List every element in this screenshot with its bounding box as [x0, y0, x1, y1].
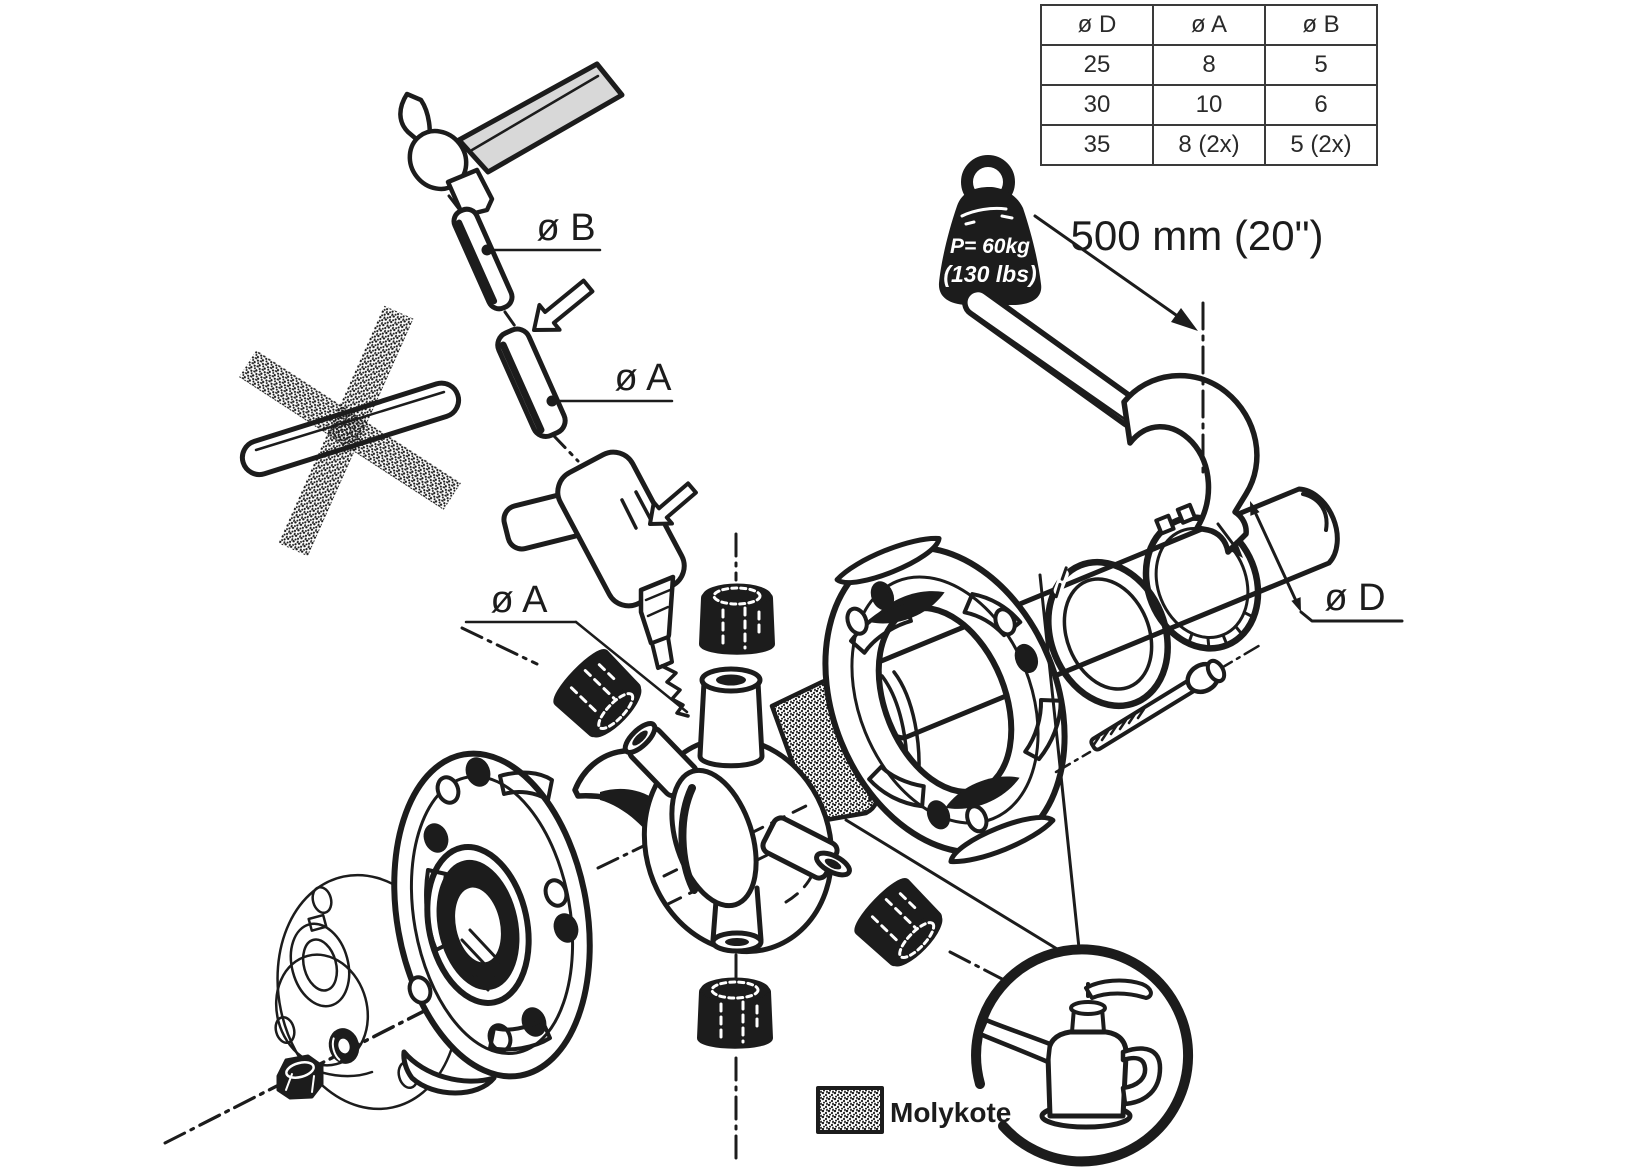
cell-b-25: 5: [1264, 44, 1378, 86]
cell-a-25: 8: [1152, 44, 1266, 86]
universal-joint-cross: [622, 666, 852, 955]
shaft-d-label: ø D: [1324, 577, 1385, 619]
table-row: 30 10 6: [1040, 84, 1378, 126]
molykote-swatch: [816, 1086, 884, 1134]
cell-b-35: 5 (2x): [1264, 124, 1378, 166]
oil-can-icon: [977, 978, 1163, 1130]
centerline-flange-axis: [198, 993, 457, 1127]
hole-a-label: ø A: [490, 579, 548, 621]
flange-yoke-left: [391, 748, 690, 1096]
flange-yoke-right: [822, 535, 1068, 865]
col-header-a: ø A: [1152, 4, 1266, 46]
crossed-pin-icon: [238, 305, 462, 557]
companion-flange: [274, 873, 460, 1111]
dimension-label: 500 mm (20"): [1071, 212, 1324, 259]
prohibition-x-icon: [238, 305, 462, 557]
drill-bit: [660, 664, 690, 718]
shaft-diameter-dimension: [1250, 501, 1404, 623]
direction-arrow-icon: [532, 278, 595, 332]
bearing-cup-top: [698, 582, 776, 656]
table-header-row: ø D ø A ø B: [1040, 4, 1378, 46]
cell-d-25: 25: [1040, 44, 1154, 86]
pin-a: [495, 326, 568, 440]
weight-label-kg: P= 60kg: [950, 235, 1030, 258]
pin-b-label: ø B: [536, 207, 595, 249]
spec-table: ø D ø A ø B 25 8 5 30 10 6 35 8 (2x) 5 (…: [1040, 4, 1378, 166]
col-header-b: ø B: [1264, 4, 1378, 46]
cell-d-30: 30: [1040, 84, 1154, 126]
nut-icon: [276, 1054, 324, 1100]
label-underlines: [464, 620, 689, 714]
lever-tool: [962, 286, 1260, 555]
cell-d-35: 35: [1040, 124, 1154, 166]
table-row: 35 8 (2x) 5 (2x): [1040, 124, 1378, 166]
pin-b: [451, 206, 515, 312]
bearing-cup-bottom: [696, 976, 774, 1050]
hammer-icon: [398, 61, 625, 219]
bearing-cup-right: [847, 871, 953, 977]
oil-leader-lines: [844, 573, 1081, 954]
direction-arrow-icon: [648, 481, 698, 526]
pin-a-label: ø A: [614, 357, 672, 399]
col-header-d: ø D: [1040, 4, 1154, 46]
weight-label-lbs: (130 lbs): [943, 261, 1036, 287]
washer-icon: [328, 1028, 360, 1064]
drill-icon: [501, 449, 690, 718]
magnifier-circle: [971, 944, 1194, 1167]
molykote-label: Molykote: [890, 1097, 1011, 1128]
cell-a-35: 8 (2x): [1152, 124, 1266, 166]
centerline-pin-axis: [447, 194, 580, 463]
weight-icon: [938, 155, 1042, 305]
cell-a-30: 10: [1152, 84, 1266, 126]
dimension-500mm: [1033, 214, 1243, 558]
cell-b-30: 6: [1264, 84, 1378, 126]
clamp-ring: [1142, 502, 1262, 652]
table-row: 25 8 5: [1040, 44, 1378, 86]
bearing-ring: [1045, 558, 1171, 710]
